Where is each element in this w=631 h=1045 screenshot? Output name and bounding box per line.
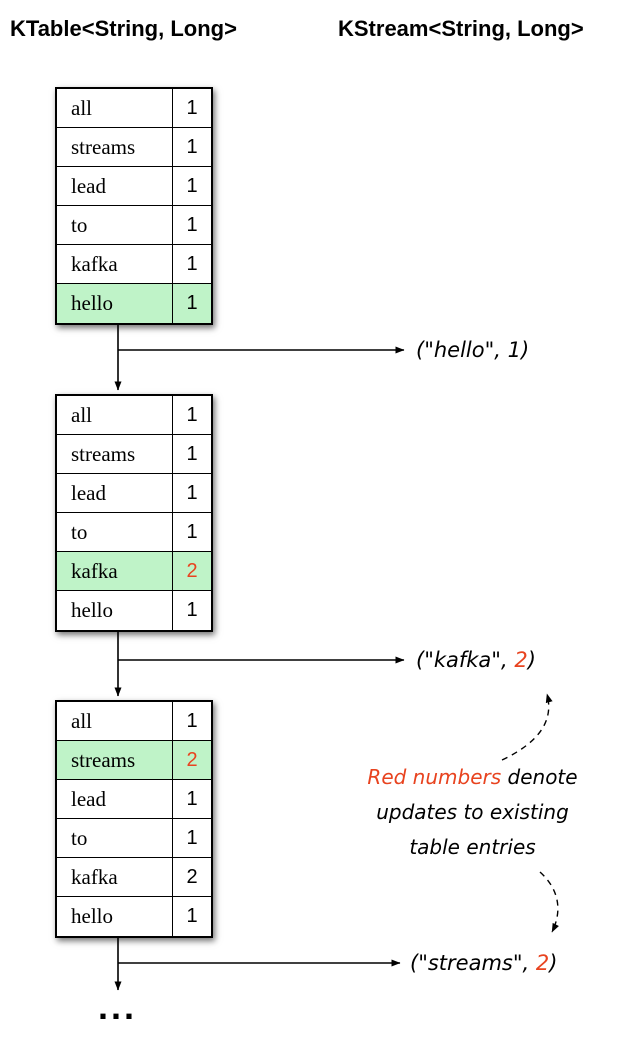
key-cell: to [57,513,173,551]
key-cell: streams [57,128,173,166]
value-cell: 1 [173,245,211,283]
key-cell: kafka [57,245,173,283]
table-row: streams 1 [57,435,211,474]
kstream-record-hello: ("hello", 1) [416,338,529,362]
value-cell: 1 [173,780,211,818]
table-row: lead 1 [57,780,211,819]
table-row: to 1 [57,513,211,552]
key-cell: hello [57,591,173,630]
annotation-highlight: Red numbers [367,765,502,789]
value-cell: 1 [173,702,211,740]
annotation-line1-rest: denote [501,765,578,789]
annotation-line2: updates to existing [376,800,569,824]
key-cell: to [57,206,173,244]
table-row: all 1 [57,89,211,128]
annotation: Red numbers denote updates to existing t… [345,760,600,865]
ktable-state-1: all 1 streams 1 lead 1 to 1 kafka 1 hell… [55,87,213,325]
key-cell: kafka [57,552,173,590]
table-row: lead 1 [57,474,211,513]
table-row: kafka 1 [57,245,211,284]
value-cell-updated: 2 [173,552,211,590]
table-row: kafka 2 [57,858,211,897]
record-text: ("hello", [416,338,508,362]
key-cell: to [57,819,173,857]
value-cell: 1 [173,819,211,857]
table-row-highlighted: kafka 2 [57,552,211,591]
value-cell: 1 [173,89,211,127]
table-row: hello 1 [57,897,211,936]
key-cell: lead [57,474,173,512]
record-value-updated: 2 [514,648,528,672]
key-cell: kafka [57,858,173,896]
value-cell: 1 [173,396,211,434]
table-row: all 1 [57,702,211,741]
key-cell: lead [57,167,173,205]
ktable-state-2: all 1 streams 1 lead 1 to 1 kafka 2 hell… [55,394,213,632]
kstream-record-kafka: ("kafka", 2) [416,648,536,672]
value-cell: 1 [173,206,211,244]
ktable-state-3: all 1 streams 2 lead 1 to 1 kafka 2 hell… [55,700,213,938]
record-text: ) [520,338,530,362]
key-cell: all [57,396,173,434]
key-cell: hello [57,897,173,936]
value-cell: 2 [173,858,211,896]
table-row-highlighted: streams 2 [57,741,211,780]
key-cell: hello [57,284,173,323]
table-row: all 1 [57,396,211,435]
record-value: 1 [507,338,521,362]
dashed-arrow-to-streams-record [539,871,559,933]
annotation-line3: table entries [409,835,536,859]
table-row: to 1 [57,206,211,245]
value-cell: 1 [173,513,211,551]
continuation-ellipsis: ... [98,986,138,1027]
key-cell: streams [57,741,173,779]
value-cell: 1 [173,284,211,323]
table-row-highlighted: hello 1 [57,284,211,323]
value-cell: 1 [173,591,211,630]
table-row: lead 1 [57,167,211,206]
annotation-line1: Red numbers denote [345,760,600,795]
value-cell-updated: 2 [173,741,211,779]
record-value-updated: 2 [535,951,550,975]
key-cell: streams [57,435,173,473]
key-cell: lead [57,780,173,818]
value-cell: 1 [173,128,211,166]
value-cell: 1 [173,435,211,473]
ktable-header: KTable<String, Long> [10,16,237,41]
key-cell: all [57,702,173,740]
record-text: ("streams", [410,951,536,975]
value-cell: 1 [173,167,211,205]
kstream-record-streams: ("streams", 2) [410,951,557,975]
table-row: to 1 [57,819,211,858]
record-text: ) [549,951,558,975]
kstream-header: KStream<String, Long> [338,16,584,41]
value-cell: 1 [173,897,211,936]
key-cell: all [57,89,173,127]
value-cell: 1 [173,474,211,512]
dashed-arrow-to-kafka-record [501,693,553,761]
record-text: ) [527,648,536,672]
table-row: streams 1 [57,128,211,167]
record-text: ("kafka", [416,648,515,672]
table-row: hello 1 [57,591,211,630]
